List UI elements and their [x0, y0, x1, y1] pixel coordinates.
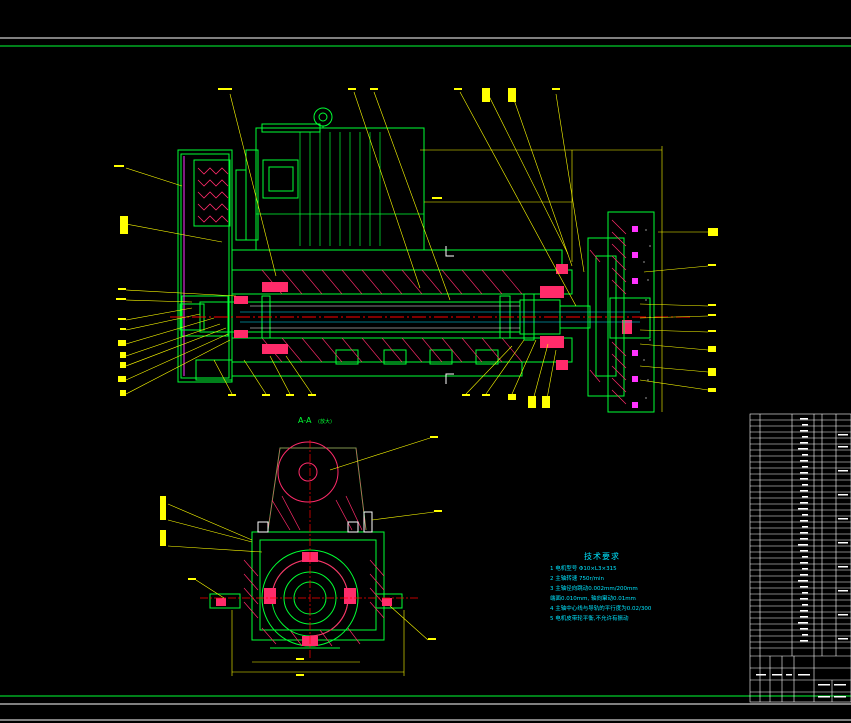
dimension-lines [420, 146, 663, 412]
sheet-border [0, 37, 851, 721]
section-hatch [243, 495, 385, 647]
section-centerlines [200, 440, 420, 660]
leader-lines [125, 91, 709, 405]
section-dimensions [167, 437, 435, 676]
flange-bolts [632, 226, 638, 408]
pulley-cross-section [267, 441, 367, 531]
section-label-marks [160, 436, 442, 676]
main-view [114, 88, 718, 413]
section-view-sublabel: (放大) [318, 419, 332, 425]
spindle-white-lines [250, 305, 520, 329]
flange-hatch [589, 219, 627, 405]
section-view-title: A-A (放大) [298, 416, 332, 425]
requirement-item: 2 主轴转速 750r/min [550, 576, 604, 582]
technical-requirements-heading: 技术要求 [584, 552, 620, 561]
requirement-item: 3 主轴径向跳动0.002mm/200mm [550, 586, 638, 592]
spindle-housing [231, 249, 573, 377]
technical-requirements: 技术要求 1 电机型号 Φ10×L3×315 2 主轴转速 750r/min 3… [550, 552, 651, 624]
section-view [160, 436, 442, 676]
bracket-bolt [257, 511, 373, 533]
section-view-label: A-A [298, 416, 312, 425]
spindle-cyan-lines [240, 311, 640, 323]
requirement-item: 1 电机型号 Φ10×L3×315 [550, 566, 617, 572]
motor [235, 107, 425, 251]
parts-list-text [756, 418, 848, 698]
support-bracket [209, 447, 403, 649]
parts-list-table [749, 413, 851, 703]
requirement-item: 4 主轴中心线与导轨的平行度为0.02/300 [550, 606, 652, 612]
flange-dots [643, 229, 651, 399]
housing-hatch [261, 269, 523, 363]
requirement-item: 5 电机皮带轮平衡,不允许有振动 [550, 616, 629, 622]
inner-frame [0, 45, 851, 697]
bearings [234, 264, 632, 370]
right-flange [587, 211, 655, 413]
requirement-item: 端面0.010mm, 轴向窜动0.01mm [550, 596, 636, 602]
ring-blocks [216, 552, 392, 646]
section-mark-a [445, 246, 454, 384]
pulley-grooves [197, 167, 229, 223]
label-marks [114, 88, 718, 408]
